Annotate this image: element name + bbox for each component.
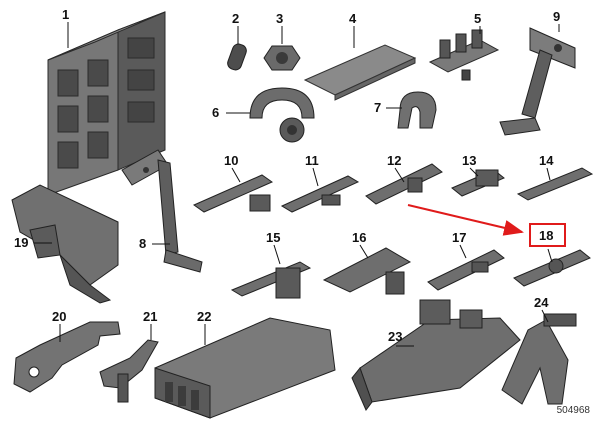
part-label-16[interactable]: 16 bbox=[352, 230, 367, 245]
part-label-3[interactable]: 3 bbox=[276, 11, 284, 26]
part-21-bracket[interactable] bbox=[99, 339, 159, 403]
part-20-lever[interactable] bbox=[13, 321, 121, 393]
leader-line-14 bbox=[546, 167, 551, 181]
part-label-21[interactable]: 21 bbox=[143, 309, 158, 324]
part-19-clip[interactable] bbox=[11, 184, 119, 304]
leader-line-15 bbox=[273, 244, 281, 265]
leader-line-10 bbox=[231, 167, 241, 183]
part-2-plug[interactable] bbox=[226, 42, 248, 71]
highlight-arrow bbox=[407, 204, 524, 236]
part-label-17[interactable]: 17 bbox=[452, 230, 467, 245]
leader-line-11 bbox=[312, 167, 319, 187]
leader-line-12 bbox=[394, 167, 405, 183]
highlight-box-part-18 bbox=[529, 223, 566, 247]
part-16-holder[interactable] bbox=[322, 247, 412, 295]
part-label-5[interactable]: 5 bbox=[474, 11, 482, 26]
part-15-holder[interactable] bbox=[230, 261, 312, 299]
part-label-4[interactable]: 4 bbox=[349, 11, 357, 26]
part-6-clamp[interactable] bbox=[249, 87, 315, 143]
part-23-housing[interactable] bbox=[351, 299, 521, 411]
part-label-19[interactable]: 19 bbox=[14, 235, 29, 250]
part-17-rail[interactable] bbox=[427, 249, 505, 291]
part-label-18[interactable]: 18 bbox=[539, 228, 554, 243]
part-label-11[interactable]: 11 bbox=[305, 153, 319, 168]
part-label-1[interactable]: 1 bbox=[62, 7, 70, 22]
part-14-rail[interactable] bbox=[516, 167, 594, 201]
part-label-20[interactable]: 20 bbox=[52, 309, 67, 324]
leader-line-13 bbox=[469, 167, 479, 177]
part-label-15[interactable]: 15 bbox=[266, 230, 281, 245]
part-label-12[interactable]: 12 bbox=[387, 153, 402, 168]
leader-line-17 bbox=[459, 244, 467, 259]
part-12-rail[interactable] bbox=[365, 163, 443, 205]
leader-line-24 bbox=[541, 309, 549, 323]
part-22-cover[interactable] bbox=[154, 317, 336, 419]
part-label-6[interactable]: 6 bbox=[212, 105, 220, 120]
part-label-8[interactable]: 8 bbox=[139, 236, 147, 251]
part-9-bracket[interactable] bbox=[499, 27, 576, 136]
part-10-rail[interactable] bbox=[192, 174, 274, 213]
leader-line-18 bbox=[547, 248, 553, 263]
part-label-14[interactable]: 14 bbox=[539, 153, 554, 168]
part-3-nut[interactable] bbox=[263, 45, 301, 71]
part-label-23[interactable]: 23 bbox=[388, 329, 403, 344]
part-11-rail[interactable] bbox=[280, 175, 360, 213]
part-label-13[interactable]: 13 bbox=[462, 153, 477, 168]
part-label-10[interactable]: 10 bbox=[224, 153, 239, 168]
part-label-22[interactable]: 22 bbox=[197, 309, 212, 324]
part-8-bracket[interactable] bbox=[121, 149, 203, 273]
part-1-bracket[interactable] bbox=[47, 11, 166, 196]
part-label-7[interactable]: 7 bbox=[374, 100, 382, 115]
part-label-24[interactable]: 24 bbox=[534, 295, 549, 310]
part-18-rail[interactable] bbox=[513, 249, 591, 287]
image-number: 504968 bbox=[556, 405, 590, 416]
part-label-2[interactable]: 2 bbox=[232, 11, 240, 26]
leader-line-16 bbox=[359, 244, 369, 259]
part-7-clip[interactable] bbox=[397, 91, 437, 129]
part-label-9[interactable]: 9 bbox=[553, 9, 561, 24]
part-24-holder[interactable] bbox=[501, 313, 577, 405]
part-5-holder[interactable] bbox=[428, 29, 500, 81]
part-4-pad[interactable] bbox=[303, 44, 417, 101]
part-13-clip[interactable] bbox=[451, 169, 505, 197]
